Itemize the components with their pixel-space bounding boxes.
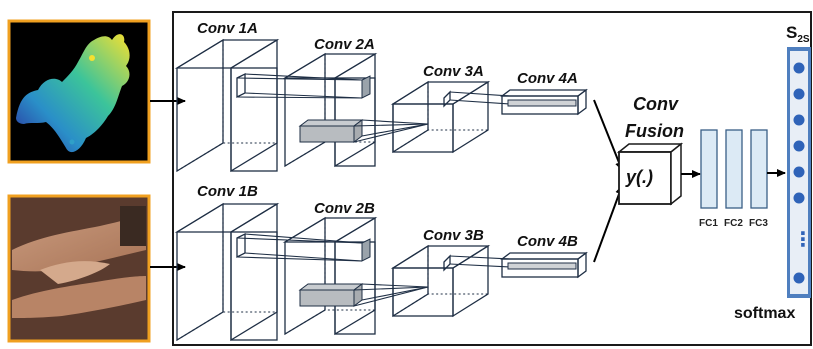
output-node [794,115,805,126]
output-node [794,273,805,284]
conv2a-feature-slab [300,120,362,142]
fc2-layer [726,130,742,208]
fusion-title-line2: Fusion [625,121,684,141]
conv3b-label: Conv 3B [423,227,484,244]
conv2b-feature-slab [300,284,362,306]
softmax-label: softmax [734,305,795,322]
conv4b-label: Conv 4B [517,233,578,250]
fusion-function-label: y(.) [625,167,653,187]
fc1-layer [701,130,717,208]
conv1b-label: Conv 1B [197,183,258,200]
conv4a-label: Conv 4A [517,70,578,87]
rgb-input-image [9,196,149,341]
output-node [794,63,805,74]
output-node [794,141,805,152]
conv2b-label: Conv 2B [314,200,375,217]
fc1-label: FC1 [699,218,718,229]
fc3-label: FC3 [749,218,768,229]
output-node [794,89,805,100]
fc2-label: FC2 [724,218,743,229]
conv2b-kernel [362,239,370,261]
output-label-main: S [786,23,797,42]
conv3a-label: Conv 3A [423,63,484,80]
conv2a-label: Conv 2A [314,36,375,53]
fc3-layer [751,130,767,208]
output-node [794,193,805,204]
fusion-title-line1: Conv [633,94,679,114]
output-label-sub: 2S [797,34,810,45]
conv1a-label: Conv 1A [197,20,258,37]
depth-input-image [9,21,149,162]
output-ellipsis: ⋮ [793,227,813,251]
output-node [794,167,805,178]
conv2a-kernel [362,76,370,98]
